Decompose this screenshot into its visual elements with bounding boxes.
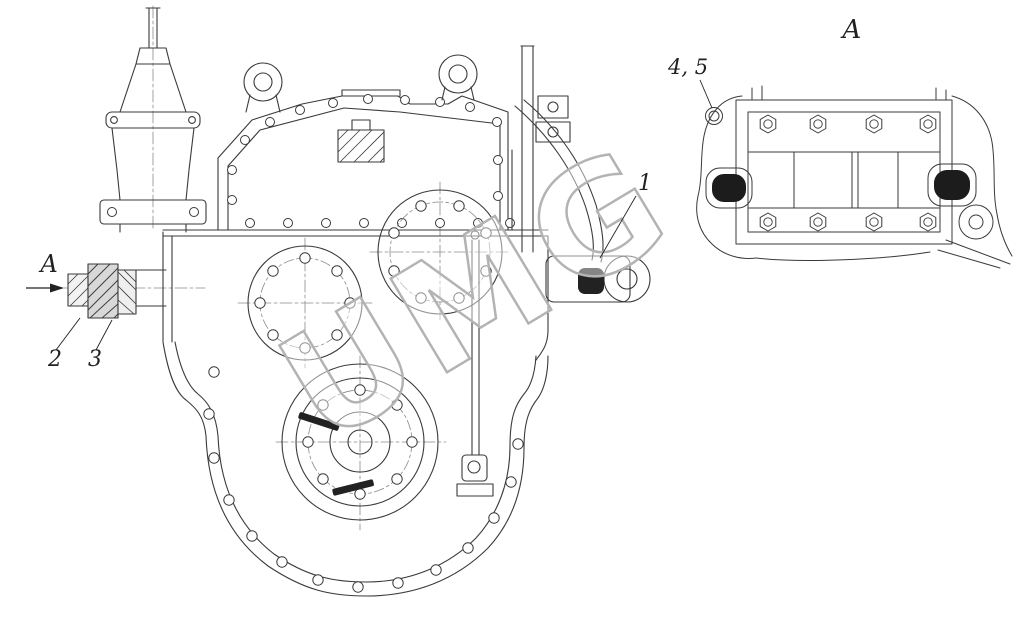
callout-3: 3 — [88, 347, 102, 372]
callout-1: 1 — [638, 171, 652, 196]
bearing-flange-left — [247, 245, 363, 361]
housing-left-wall — [162, 231, 173, 343]
main-view — [27, 5, 651, 597]
left-bushing — [705, 167, 753, 209]
top-cover — [217, 89, 516, 231]
watermark-text: UMG — [253, 113, 701, 478]
boss-hole — [968, 214, 984, 230]
view-a-label: А — [38, 250, 58, 278]
bearing-flange-right — [377, 189, 503, 315]
labels: А 2 3 1 А 4, 5 — [26, 15, 862, 372]
bracket-lines — [937, 239, 1011, 269]
boss-circle — [958, 204, 994, 240]
detail-view-a — [696, 85, 1013, 269]
right-bushing — [927, 163, 977, 207]
callout-4-5: 4, 5 — [667, 55, 708, 79]
lower-housing — [162, 235, 549, 597]
pipe-stubs — [751, 85, 947, 101]
callout-target-bolt — [708, 110, 720, 122]
input-shaft — [67, 263, 167, 319]
shift-lever-mount — [514, 99, 651, 303]
view-a-arrowhead — [50, 283, 64, 293]
torn-edge-bottom — [755, 251, 931, 261]
callout-1-leader — [599, 195, 637, 259]
torn-edge-left — [696, 95, 757, 259]
link-rod — [456, 230, 494, 497]
right-bracket — [511, 45, 571, 253]
pto-cover-flange — [281, 363, 439, 521]
callout-2: 2 — [47, 347, 62, 372]
shift-tower — [99, 7, 207, 233]
callout-target-washer — [705, 107, 723, 125]
callout-3-leader — [95, 319, 113, 351]
lifting-eyes — [243, 54, 478, 113]
callout-4-5-leader — [699, 79, 713, 109]
torn-edge-right — [951, 95, 1013, 257]
detail-a-title: А — [840, 15, 862, 45]
callout-2-leader — [55, 317, 81, 351]
